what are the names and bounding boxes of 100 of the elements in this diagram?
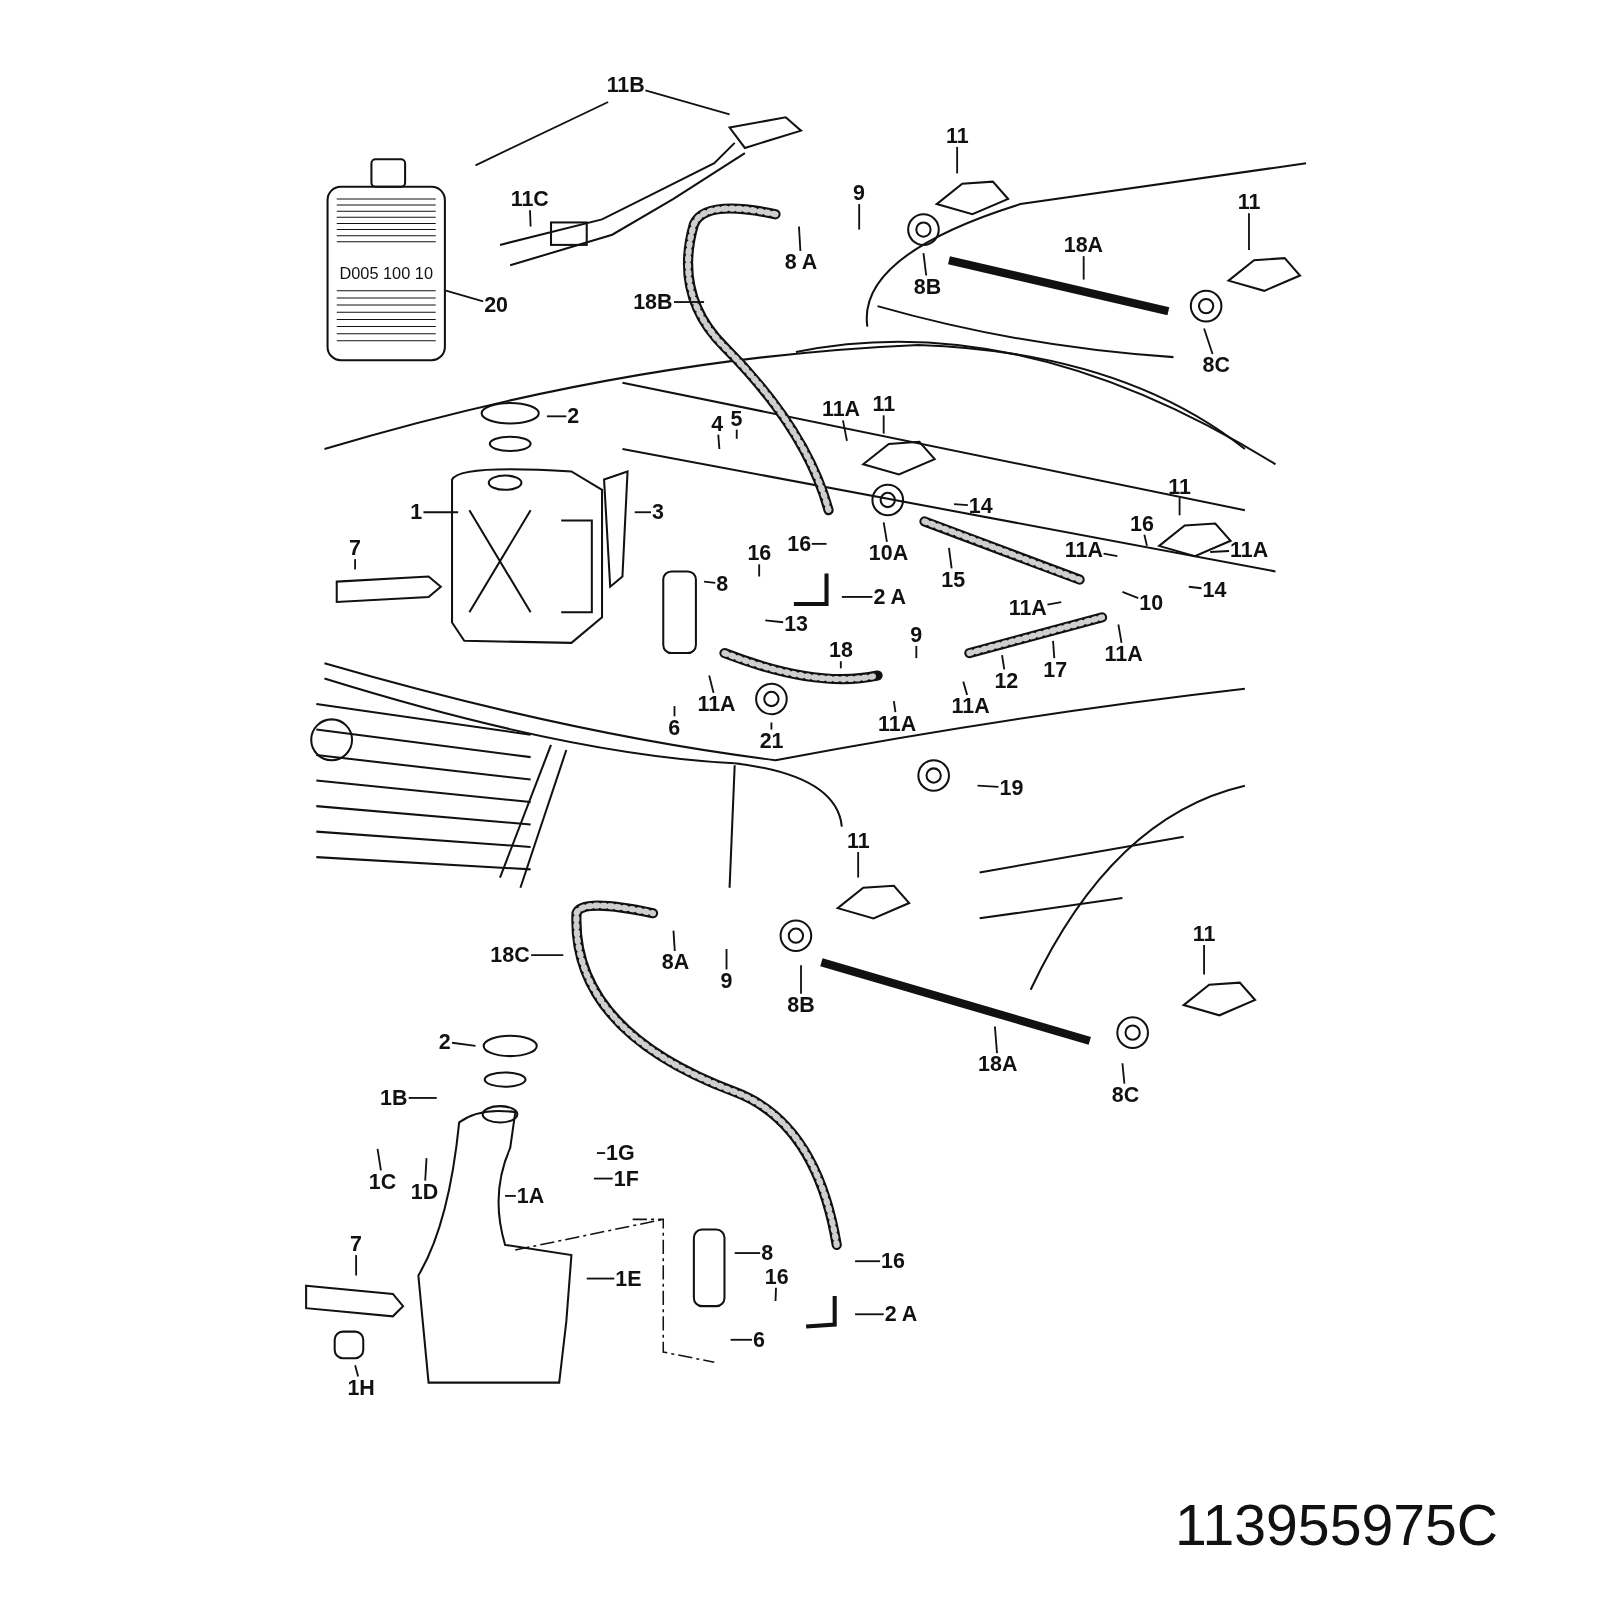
callout-number: 1C bbox=[367, 1170, 398, 1193]
callout-number: 11A bbox=[1103, 642, 1144, 666]
callout-number: 19 bbox=[998, 776, 1025, 799]
callout-number: 8 bbox=[715, 572, 730, 595]
leader-line bbox=[703, 580, 717, 584]
callout-number: 5 bbox=[729, 407, 744, 430]
leader-line bbox=[355, 1254, 358, 1277]
callout-number: 17 bbox=[1042, 658, 1069, 681]
leader-line bbox=[1001, 654, 1006, 671]
callout-number: 11A bbox=[877, 712, 918, 735]
callout-number: 11B bbox=[605, 73, 646, 96]
callout-number: 1G bbox=[605, 1141, 636, 1165]
leader-line bbox=[842, 419, 848, 442]
leader-line bbox=[504, 1195, 517, 1197]
callout-number: 11A bbox=[950, 694, 991, 718]
callout-number: 14 bbox=[967, 494, 994, 518]
leader-line bbox=[976, 784, 1000, 788]
callout-number: 9 bbox=[909, 623, 924, 646]
leader-line bbox=[735, 428, 738, 440]
leader-line bbox=[717, 433, 721, 450]
callout-number: 11A bbox=[1063, 538, 1104, 562]
callout-number: 11 bbox=[1236, 190, 1262, 214]
callout-number: 9 bbox=[852, 181, 866, 205]
callout-number: 1E bbox=[614, 1267, 643, 1290]
leader-line bbox=[858, 203, 861, 231]
leader-line bbox=[1209, 550, 1230, 553]
callout-number: 7 bbox=[347, 536, 362, 560]
callout-number: 14 bbox=[1201, 578, 1228, 601]
callout-number: 11 bbox=[871, 392, 897, 416]
leader-line bbox=[451, 1041, 477, 1047]
leader-line bbox=[800, 964, 802, 995]
callout-number: 9 bbox=[719, 969, 734, 992]
callout-number: 11A bbox=[820, 397, 862, 421]
leader-line bbox=[407, 1097, 438, 1099]
leader-line bbox=[424, 1157, 428, 1182]
callout-number: 13 bbox=[783, 612, 810, 635]
leader-line bbox=[840, 596, 874, 598]
leader-line bbox=[953, 503, 969, 507]
leader-line bbox=[1203, 943, 1205, 976]
leader-line bbox=[354, 1364, 360, 1378]
leader-line bbox=[596, 1152, 606, 1154]
callout-number: 16 bbox=[763, 1265, 790, 1288]
callout-number: 3 bbox=[651, 501, 665, 524]
leader-line bbox=[708, 674, 715, 694]
leader-line bbox=[1121, 590, 1140, 599]
callout-number: 6 bbox=[667, 716, 682, 739]
callout-number: 11 bbox=[1191, 922, 1217, 945]
callout-number: 15 bbox=[940, 568, 967, 591]
leader-line bbox=[530, 954, 565, 956]
leader-line bbox=[798, 225, 802, 252]
leader-line bbox=[1052, 639, 1056, 660]
leader-line bbox=[1046, 601, 1063, 606]
callout-number: 2 bbox=[566, 405, 581, 428]
callout-number: 16 bbox=[746, 541, 773, 565]
callout-number: 8B bbox=[912, 275, 943, 298]
callout-number: 21 bbox=[758, 729, 785, 753]
bottle-label-text: D005 100 10 bbox=[339, 263, 433, 284]
callout-number: 18B bbox=[632, 290, 674, 314]
leader-line bbox=[733, 1252, 762, 1254]
leader-line bbox=[633, 511, 652, 514]
leader-line bbox=[546, 415, 568, 418]
leader-line bbox=[770, 721, 773, 731]
leader-line bbox=[764, 619, 785, 624]
leader-line bbox=[810, 542, 828, 545]
leader-line bbox=[673, 705, 676, 718]
callout-number: 18A bbox=[977, 1053, 1019, 1076]
callout-number: 2 bbox=[437, 1030, 452, 1054]
leader-line bbox=[962, 680, 969, 696]
leader-line bbox=[882, 414, 885, 435]
callout-number: 8 A bbox=[783, 251, 819, 274]
callout-number: 1B bbox=[379, 1086, 409, 1110]
leader-line bbox=[854, 1260, 881, 1263]
leader-line bbox=[774, 1286, 777, 1302]
leader-line bbox=[474, 89, 731, 167]
leader-line bbox=[1248, 212, 1250, 251]
leader-line bbox=[1121, 1062, 1126, 1085]
leader-line bbox=[839, 660, 842, 670]
callout-number: 10A bbox=[867, 541, 910, 565]
callout-number: 11C bbox=[509, 187, 550, 211]
leader-line bbox=[729, 1338, 753, 1341]
leader-line bbox=[1187, 585, 1203, 590]
callout-number: 11A bbox=[696, 692, 737, 716]
leader-line bbox=[529, 209, 532, 228]
callout-number: 2 A bbox=[872, 585, 908, 609]
leader-line bbox=[1102, 552, 1119, 558]
callout-number: 18C bbox=[489, 943, 531, 967]
part-number: 113955975C bbox=[1174, 1494, 1500, 1557]
leader-line bbox=[1082, 255, 1085, 281]
callout-number: 11A bbox=[1007, 596, 1048, 620]
callout-number: 8C bbox=[1201, 354, 1231, 377]
callout-number: 4 bbox=[710, 412, 725, 435]
leader-line bbox=[673, 301, 705, 303]
callout-number: 11A bbox=[1229, 538, 1270, 562]
callout-number: 16 bbox=[786, 532, 813, 556]
leader-line bbox=[993, 1025, 998, 1054]
leader-line bbox=[354, 558, 357, 571]
callout-number: 11 bbox=[944, 124, 970, 147]
leader-line bbox=[854, 1313, 885, 1316]
leader-line bbox=[956, 146, 959, 175]
callout-number: 16 bbox=[880, 1250, 906, 1273]
